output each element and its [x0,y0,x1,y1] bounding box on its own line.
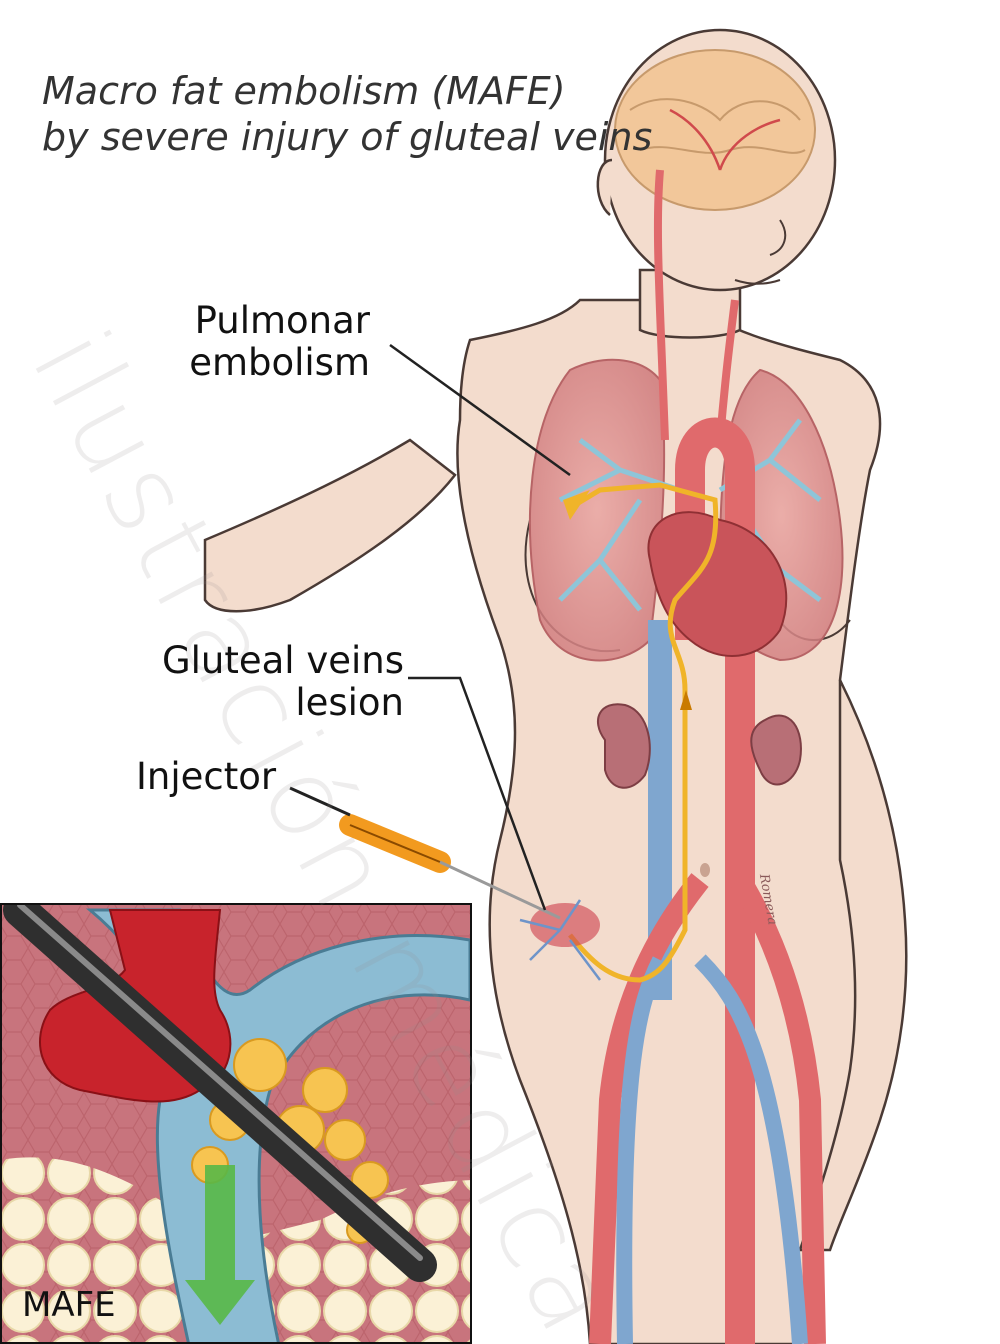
kidneys-illustration [596,703,802,789]
label-inset-mafe: MAFE [22,1285,116,1325]
label-pulmonar-line-2: embolism [189,341,370,384]
label-gluteal-line-1: Gluteal veins [161,639,404,682]
title-line-2: by severe injury of gluteal veins [42,115,653,159]
injector-needle [339,814,561,920]
diagram-title: Macro fat embolism (MAFE) by severe inju… [42,68,652,160]
leader-lines [289,343,571,911]
label-gluteal-line-2: lesion [295,681,404,724]
inset-detail-panel [0,903,472,1344]
label-pulmonar-embolism: Pulmonar embolism [180,300,370,384]
fat-embolus-path [563,482,719,983]
gluteal-lesion-site [519,899,601,981]
title-line-1: Macro fat embolism (MAFE) [42,69,566,113]
heart-illustration [647,511,788,657]
brain-illustration [614,49,816,211]
label-injector: Injector [136,755,277,798]
label-gluteal-veins-lesion: Gluteal veins lesion [160,640,404,724]
label-pulmonar-line-1: Pulmonar [194,299,370,342]
